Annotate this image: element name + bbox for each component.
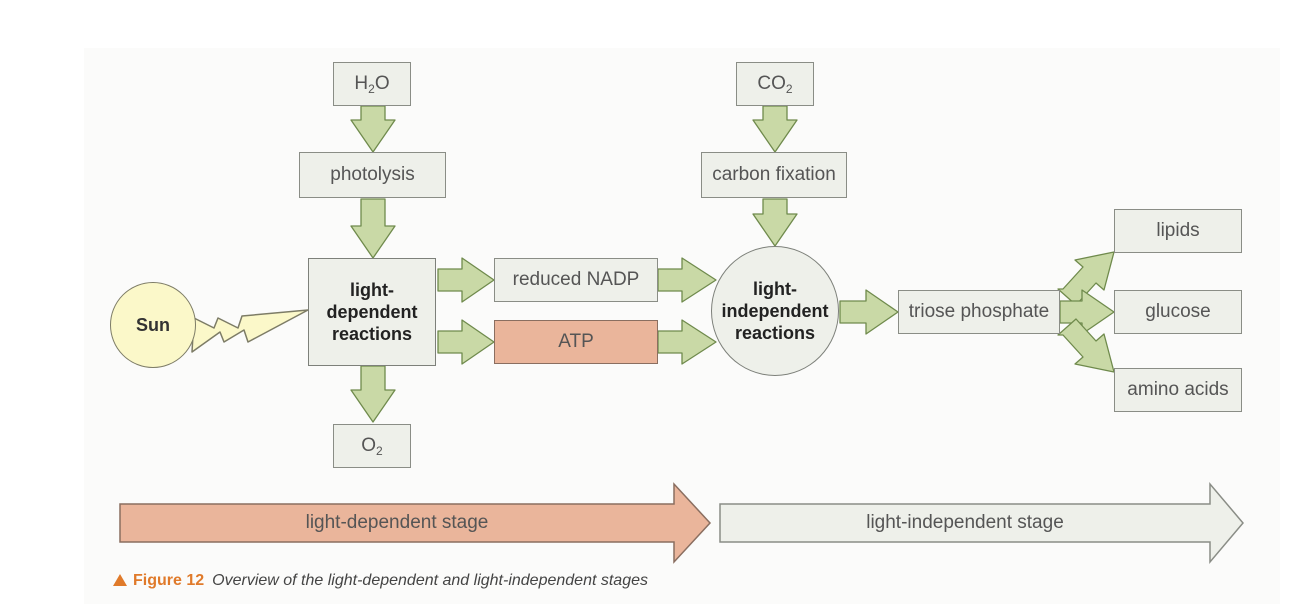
reduced-nadp-box: reduced NADP: [494, 258, 658, 302]
arrow-photolysis-to-reactions: [350, 198, 396, 259]
arrow-independent-to-triose: [839, 289, 899, 335]
glucose-label: glucose: [1145, 301, 1211, 322]
figure-caption: Figure 12 Overview of the light-dependent…: [113, 572, 648, 590]
arrow-reactions-to-nadp: [437, 257, 495, 303]
stage-arrow-light-independent: [719, 481, 1244, 565]
light-dependent-reactions-box: light- dependent reactions: [308, 258, 436, 366]
reduced-nadp-label: reduced NADP: [512, 269, 640, 290]
stage-label-light-dependent: light-dependent stage: [305, 512, 489, 533]
photolysis-box: photolysis: [299, 152, 446, 198]
photolysis-label: photolysis: [330, 164, 415, 185]
carbon-fixation-label: carbon fixation: [712, 164, 836, 185]
stage-arrow-light-dependent: [119, 482, 712, 564]
glucose-box: glucose: [1114, 290, 1242, 334]
arrow-fixation-to-independent: [752, 198, 798, 247]
light-dependent-reactions-label: light- dependent reactions: [326, 280, 418, 344]
arrow-reactions-to-oxygen: [350, 365, 396, 423]
light-independent-reactions-label: light- independent reactions: [721, 279, 829, 343]
arrow-water-to-photolysis: [350, 105, 396, 153]
carbon-dioxide-label: CO: [757, 73, 786, 94]
atp-box: ATP: [494, 320, 658, 364]
carbon-fixation-box: carbon fixation: [701, 152, 847, 198]
carbon-dioxide-subscript: 2: [785, 82, 793, 96]
arrow-reactions-to-atp: [437, 319, 495, 365]
triose-phosphate-box: triose phosphate: [898, 290, 1060, 334]
figure-description: Overview of the light-dependent and ligh…: [212, 572, 648, 589]
amino-acids-label: amino acids: [1127, 379, 1229, 400]
sun-label: Sun: [136, 314, 170, 335]
arrow-nadp-to-independent: [657, 257, 717, 303]
caption-triangle-icon: [113, 574, 127, 586]
water-label: H: [354, 73, 369, 94]
arrow-atp-to-independent: [657, 319, 717, 365]
figure-number: Figure 12: [133, 572, 205, 589]
stage-label-light-independent: light-independent stage: [866, 512, 1064, 533]
lipids-label: lipids: [1156, 220, 1200, 241]
atp-label: ATP: [558, 331, 594, 352]
oxygen-label: O: [361, 435, 377, 456]
light-independent-reactions-circle: light- independent reactions: [711, 246, 839, 376]
triose-phosphate-label: triose phosphate: [908, 301, 1050, 322]
sun-circle: Sun: [110, 282, 196, 368]
amino-acids-box: amino acids: [1114, 368, 1242, 412]
water-label-tail: O: [374, 73, 390, 94]
oxygen-subscript: 2: [376, 444, 383, 458]
water-subscript: 2: [368, 82, 375, 96]
lipids-box: lipids: [1114, 209, 1242, 253]
arrow-co2-to-carbon-fixation: [752, 105, 798, 153]
lightning-bolt-icon: [191, 309, 309, 353]
